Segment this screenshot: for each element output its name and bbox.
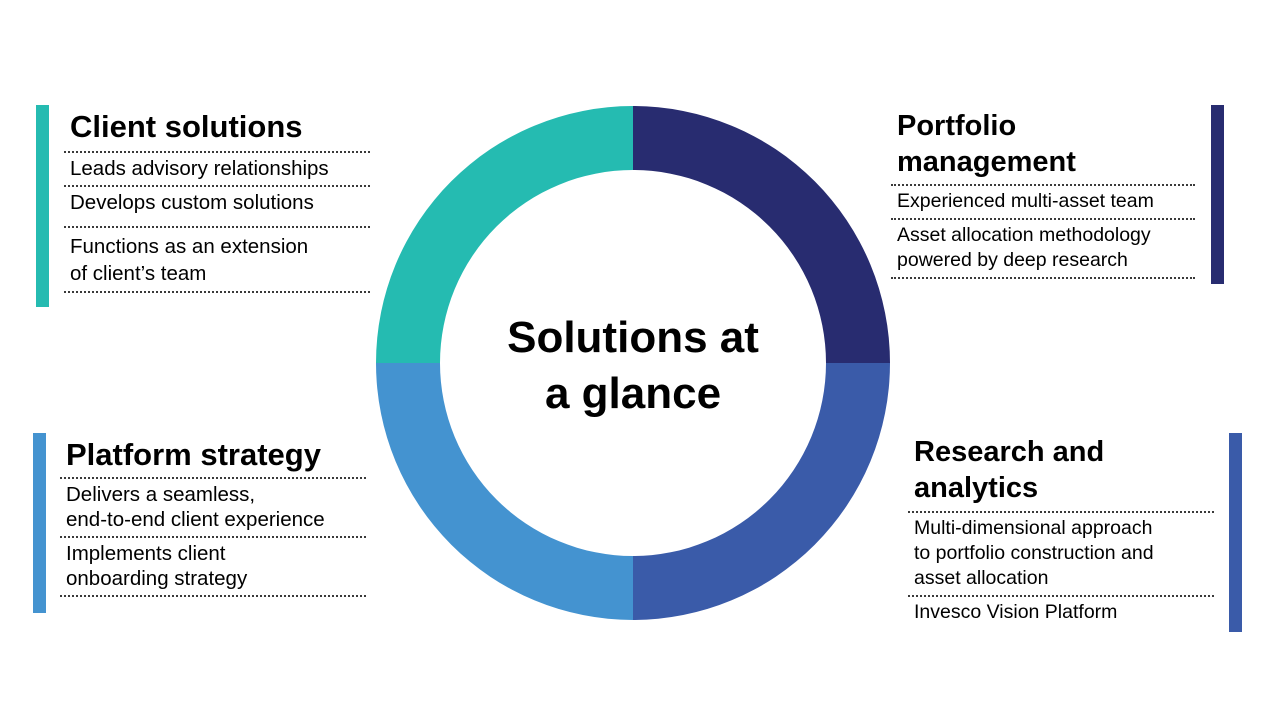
- divider: [64, 185, 370, 187]
- platform-strategy-section: Platform strategy Delivers a seamless, e…: [60, 436, 366, 597]
- portfolio-management-heading: Portfolio management: [897, 110, 1076, 178]
- research-analytics-accent-bar: [1229, 433, 1242, 632]
- divider: [891, 277, 1195, 279]
- portfolio-management-section: Portfolio management Experienced multi-a…: [891, 108, 1195, 279]
- client-solutions-section: Client solutions Leads advisory relation…: [64, 108, 370, 293]
- divider: [64, 151, 370, 153]
- platform-strategy-item: Delivers a seamless, end-to-end client e…: [66, 483, 325, 531]
- client-solutions-heading: Client solutions: [70, 109, 303, 144]
- portfolio-management-accent-bar: [1211, 105, 1224, 284]
- research-analytics-item: Multi-dimensional approach to portfolio …: [914, 517, 1154, 589]
- research-analytics-heading: Research and analytics: [914, 436, 1105, 504]
- portfolio-management-item: Asset allocation methodology powered by …: [897, 224, 1151, 271]
- client-solutions-item: Develops custom solutions: [70, 191, 314, 214]
- divider: [891, 184, 1195, 186]
- platform-strategy-accent-bar: [33, 433, 46, 613]
- client-solutions-accent-bar: [36, 105, 49, 307]
- research-analytics-item: Invesco Vision Platform: [914, 601, 1118, 623]
- divider: [60, 477, 366, 479]
- ring-segment-platform-strategy: [376, 363, 633, 620]
- divider: [908, 511, 1214, 513]
- client-solutions-item: Functions as an extension of client’s te…: [70, 235, 309, 285]
- divider: [60, 536, 366, 538]
- platform-strategy-item: Implements client onboarding strategy: [66, 542, 248, 590]
- divider: [64, 291, 370, 293]
- research-analytics-section: Research and analytics Multi-dimensional…: [908, 434, 1214, 629]
- divider: [908, 595, 1214, 597]
- portfolio-management-item: Experienced multi-asset team: [897, 190, 1154, 212]
- ring-segment-research-analytics: [633, 363, 890, 620]
- center-title: Solutions at a glance: [507, 313, 759, 418]
- ring-segment-client-solutions: [376, 106, 633, 363]
- client-solutions-item: Leads advisory relationships: [70, 157, 329, 180]
- platform-strategy-heading: Platform strategy: [66, 437, 321, 472]
- divider: [60, 595, 366, 597]
- ring-segment-portfolio-management: [633, 106, 890, 363]
- divider: [64, 226, 370, 228]
- divider: [891, 218, 1195, 220]
